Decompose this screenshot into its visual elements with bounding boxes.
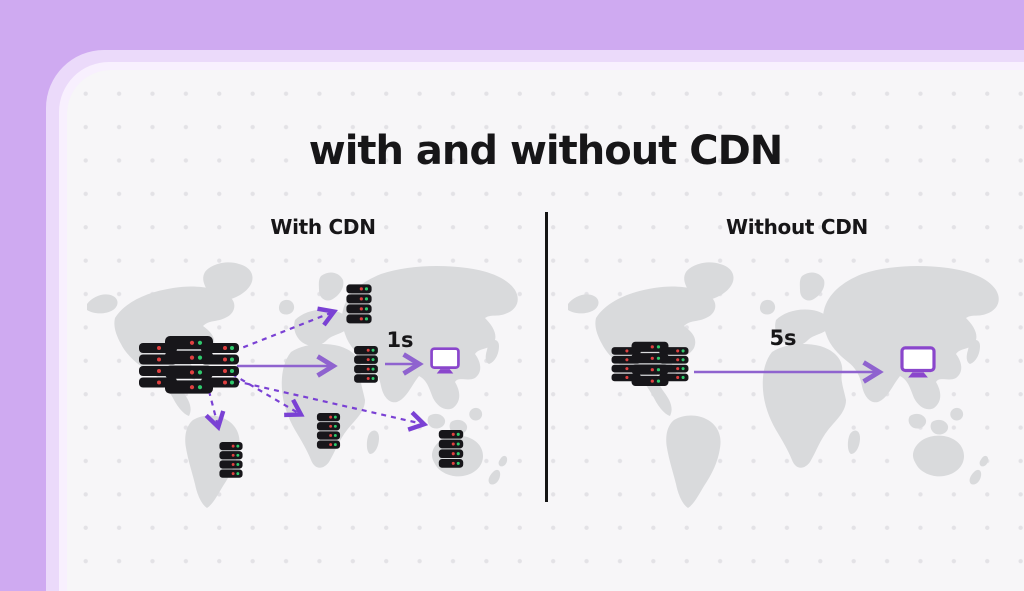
route-origin-to-australia	[234, 379, 429, 432]
latency-label-with-cdn: 1s	[386, 328, 414, 352]
route-origin-to-africa	[231, 373, 305, 418]
page-title: with and without CDN	[308, 128, 784, 174]
world-map-left	[85, 258, 535, 511]
with-cdn-map: 1s	[85, 258, 535, 511]
world-map-right	[566, 258, 1016, 511]
latency-label-without-cdn: 5s	[769, 326, 797, 350]
route-origin-to-europe	[233, 306, 338, 353]
without-cdn-map: 5s	[566, 258, 1016, 511]
route-origin-to-south-america	[204, 390, 226, 432]
section-divider	[545, 212, 548, 502]
world-map-silhouette	[568, 262, 999, 508]
cdn-routes	[204, 306, 429, 432]
with-cdn-heading: With CDN	[270, 215, 376, 239]
without-cdn-heading: Without CDN	[726, 215, 868, 239]
